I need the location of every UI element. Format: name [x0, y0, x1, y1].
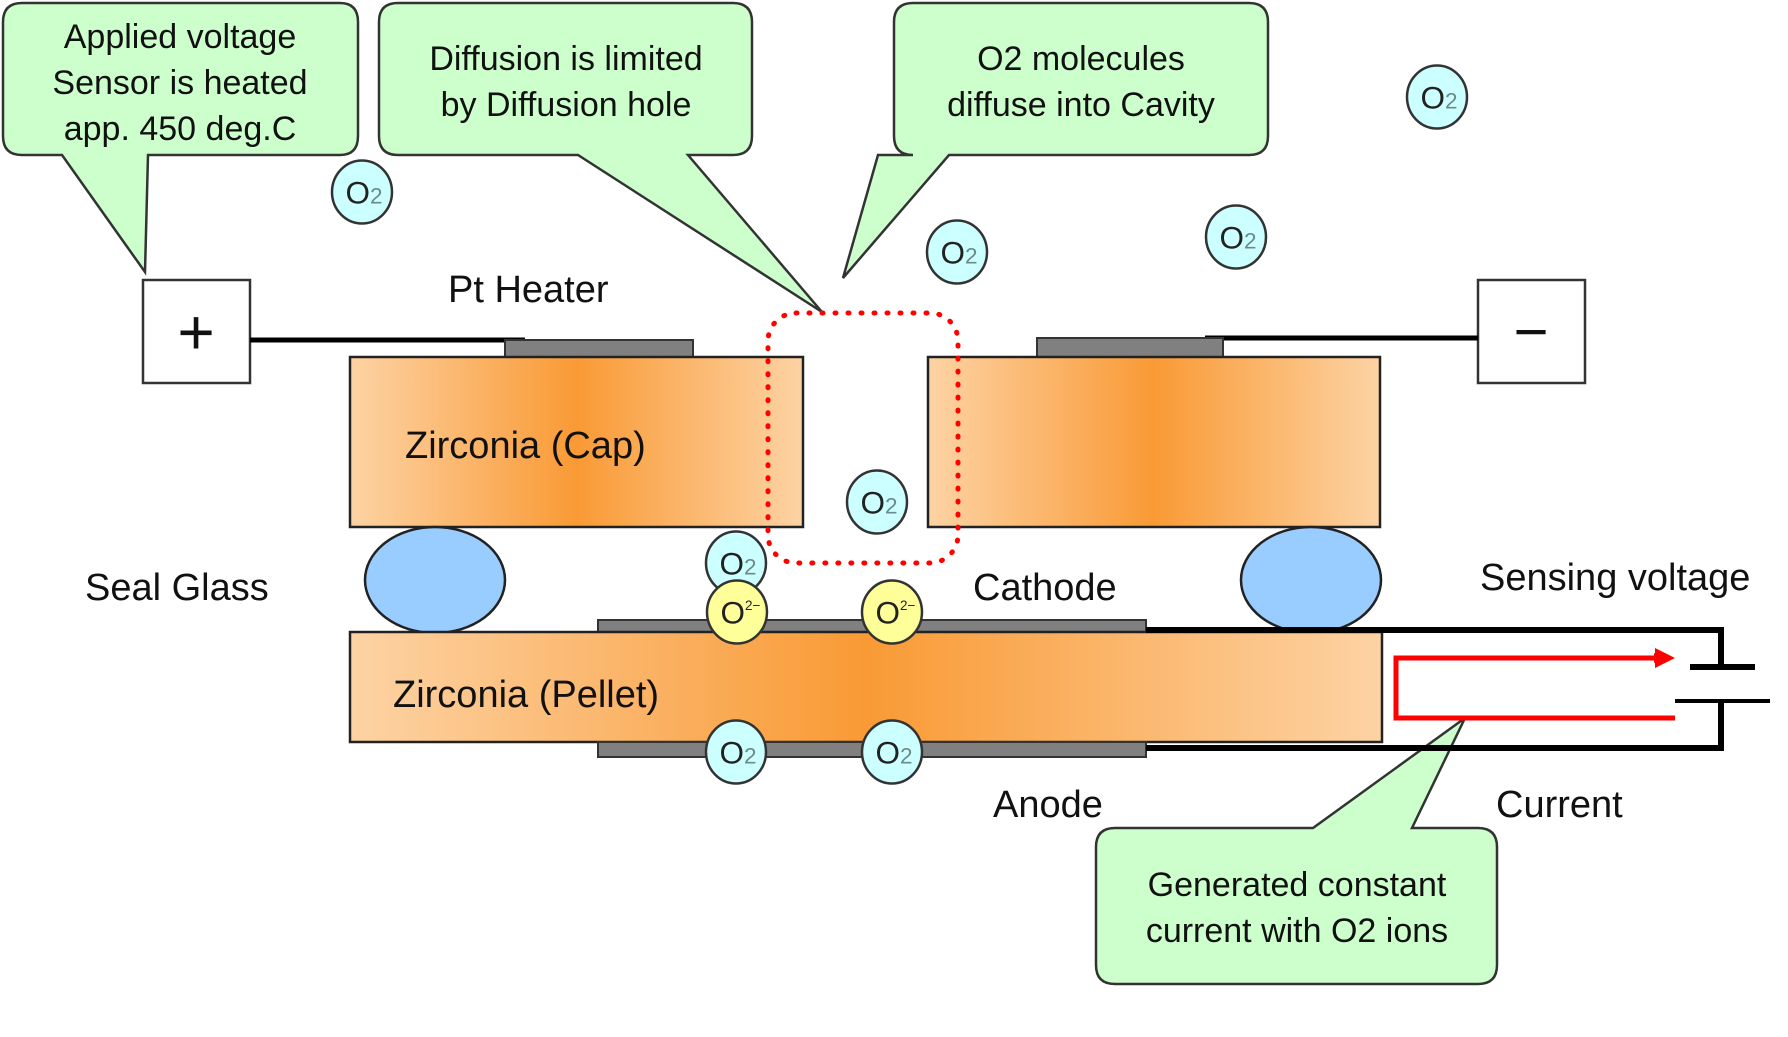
seal-glass-label: Seal Glass — [85, 567, 269, 609]
svg-text:Sensor is heated: Sensor is heated — [52, 64, 307, 102]
callout-line: Sensor is heated — [52, 64, 307, 102]
callout-line: O2 molecules — [977, 40, 1185, 78]
callout-line: app. 450 deg.C — [64, 110, 297, 148]
callout-constant-current: Generated constant current with O2 ions — [1094, 716, 1499, 986]
pt-heater-left — [504, 339, 694, 358]
sensing-circuit — [1146, 627, 1770, 751]
callout-line: diffuse into Cavity — [947, 86, 1215, 124]
positive-terminal: + — [141, 278, 252, 385]
o2-molecule: O2 — [704, 719, 768, 785]
sensing-voltage-label: Sensing voltage — [1480, 557, 1750, 599]
o2-molecule: O2 — [1204, 204, 1268, 270]
svg-text:current with O2 ions: current with O2 ions — [1146, 912, 1448, 950]
zirconia-cap-left — [348, 355, 805, 529]
zirconia-pellet — [348, 630, 1384, 744]
current-arrow — [1393, 648, 1675, 721]
o2-ion: O2− — [860, 579, 924, 645]
svg-text:Diffusion is limited: Diffusion is limited — [429, 40, 702, 78]
plus-icon: + — [177, 296, 214, 368]
cathode-label: Cathode — [973, 567, 1117, 609]
current-label: Current — [1496, 784, 1623, 826]
callout-diffusion-limited: Diffusion is limited by Diffusion hole — [377, 1, 823, 314]
pt-heater-label: Pt Heater — [448, 269, 609, 311]
callout-line: by Diffusion hole — [441, 86, 692, 124]
svg-text:O2: O2 — [720, 734, 757, 770]
seal-glass-right — [1239, 525, 1383, 635]
diffusion-hole-outline — [765, 310, 961, 566]
zirconia-pellet-label: Zirconia (Pellet) — [393, 674, 659, 716]
o2-molecule: O2 — [1405, 64, 1469, 130]
svg-text:O2 molecules: O2 molecules — [977, 40, 1185, 78]
svg-text:Applied voltage: Applied voltage — [64, 18, 297, 56]
o2-molecule: O2 — [704, 530, 768, 596]
callout-line: Diffusion is limited — [429, 40, 702, 78]
callout-line: current with O2 ions — [1146, 912, 1448, 950]
o2-molecule: O2 — [845, 469, 909, 535]
zirconia-cap-label: Zirconia (Cap) — [405, 425, 646, 467]
svg-text:O2: O2 — [1421, 79, 1458, 115]
svg-text:diffuse into Cavity: diffuse into Cavity — [947, 86, 1215, 124]
negative-terminal: − — [1476, 278, 1587, 385]
pt-heater-right — [1036, 337, 1224, 358]
callout-o2-diffuse: O2 molecules diffuse into Cavity — [841, 1, 1270, 279]
svg-text:app. 450 deg.C: app. 450 deg.C — [64, 110, 297, 148]
o2-molecule: O2 — [925, 219, 989, 285]
seal-glass-left — [363, 525, 507, 635]
anode-label: Anode — [993, 784, 1103, 826]
callout-line: Generated constant — [1148, 866, 1447, 904]
svg-text:by Diffusion hole: by Diffusion hole — [441, 86, 692, 124]
minus-icon: − — [1513, 298, 1548, 365]
o2-molecule: O2 — [330, 159, 394, 225]
svg-text:O2: O2 — [346, 174, 383, 210]
o2-ion: O2− — [705, 579, 769, 645]
callout-applied-voltage: Applied voltage Sensor is heated app. 45… — [1, 1, 360, 276]
zirconia-cap-right — [926, 355, 1382, 529]
svg-text:Generated constant: Generated constant — [1148, 866, 1447, 904]
o2-molecule: O2 — [860, 719, 924, 785]
callout-line: Applied voltage — [64, 18, 297, 56]
